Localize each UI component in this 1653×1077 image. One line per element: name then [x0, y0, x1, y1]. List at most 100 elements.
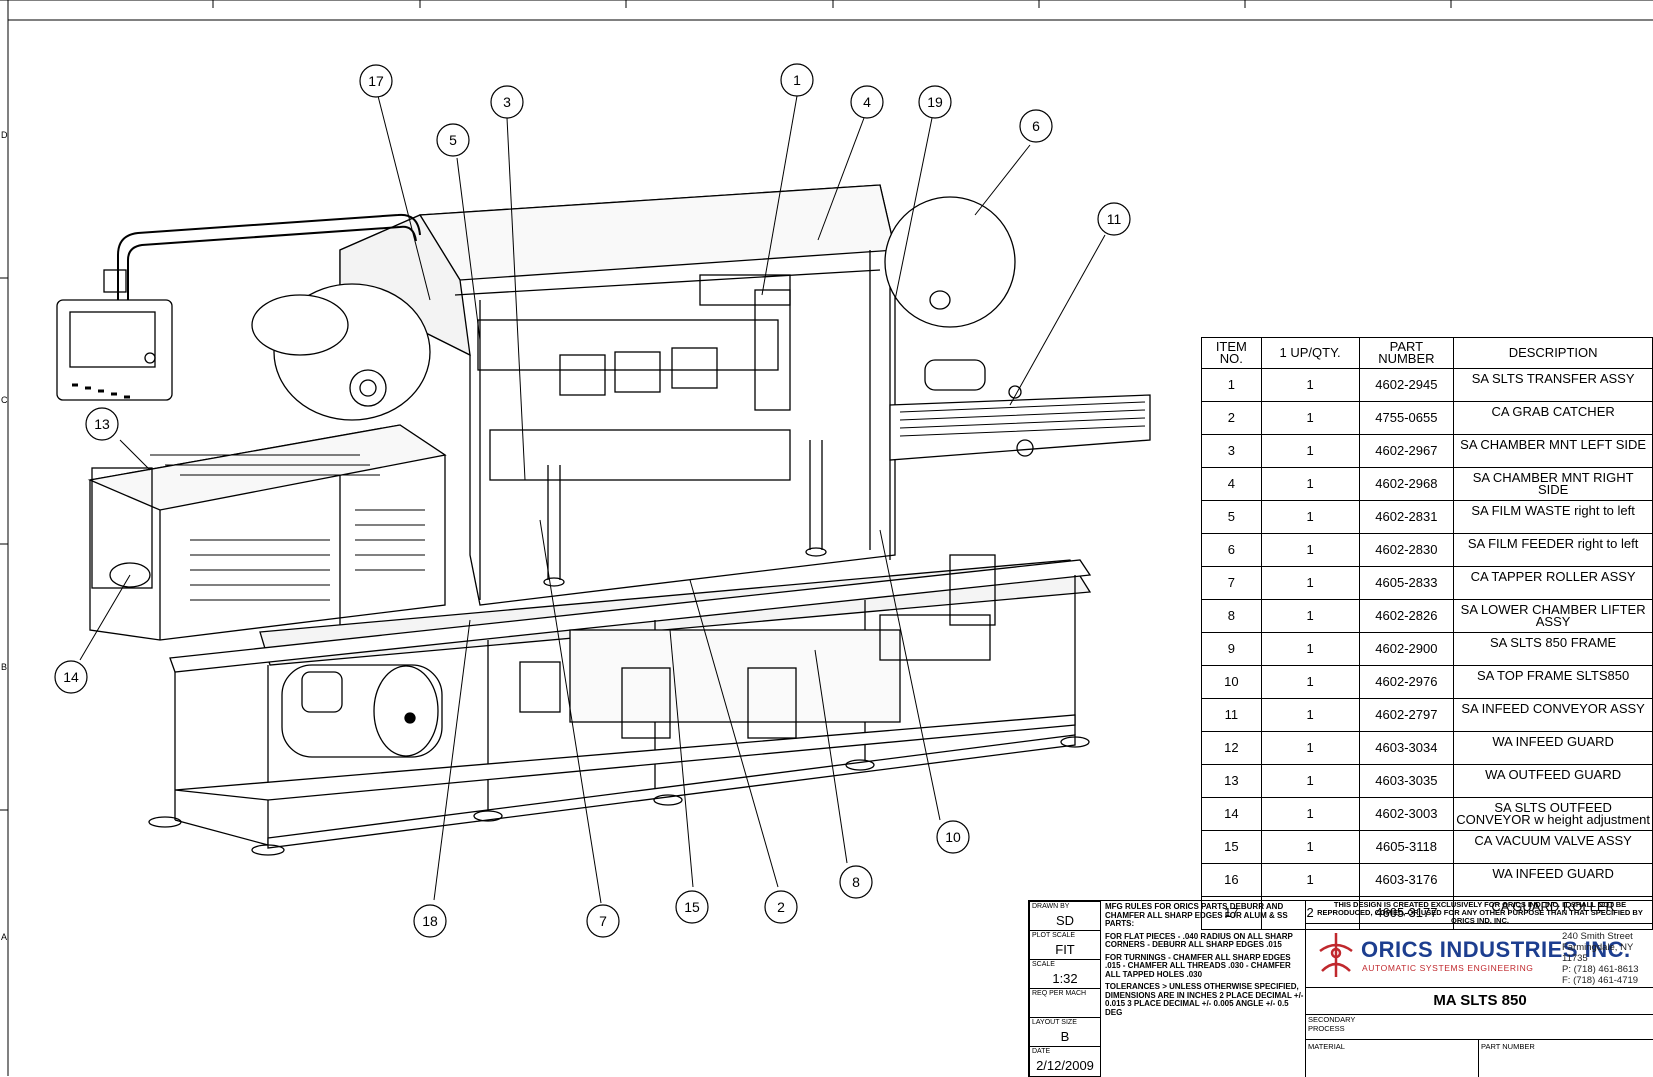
bom-cell-item: 13 [1201, 764, 1262, 798]
bom-cell-item: 6 [1201, 533, 1262, 567]
bom-cell-qty: 1 [1260, 632, 1360, 666]
bom-cell-qty: 1 [1260, 599, 1360, 633]
bom-cell-item: 16 [1201, 863, 1262, 897]
bom-cell-part: 4603-3176 [1358, 863, 1455, 897]
bom-cell-qty: 1 [1260, 764, 1360, 798]
bom-cell-item: 7 [1201, 566, 1262, 600]
bom-cell-item: 9 [1201, 632, 1262, 666]
vent-grille [150, 454, 425, 601]
border-mark-c: C [1, 395, 8, 405]
balloon-label: 3 [503, 94, 511, 110]
design-notice: THIS DESIGN IS CREATED EXCLUSIVELY FOR O… [1306, 901, 1653, 925]
bom-cell-item: 2 [1201, 401, 1262, 435]
balloon-labels: 17 3 5 1 4 19 6 11 13 14 18 7 15 2 8 10 [63, 72, 1121, 929]
balloon-4 [850, 85, 884, 119]
address-line-2: Farmingdale, NY 11735 [1562, 942, 1634, 964]
drawn-by-label: DRAWN BY [1032, 903, 1070, 910]
scale-cell: SCALE 1:32 [1029, 959, 1101, 989]
balloon-18 [413, 904, 447, 938]
bom-cell-part: 4602-2976 [1358, 665, 1455, 699]
bom-cell-qty: 1 [1260, 698, 1360, 732]
bom-cell-desc: CA VACUUM VALVE ASSY [1453, 830, 1653, 864]
bom-cell-desc: SA CHAMBER MNT RIGHT SIDE [1453, 467, 1653, 501]
bom-cell-item: 11 [1201, 698, 1262, 732]
border-mark-b: B [1, 662, 7, 672]
bom-cell-qty: 1 [1260, 863, 1360, 897]
phone: P: (718) 461-8613 [1562, 964, 1639, 975]
bom-cell-desc: SA SLTS OUTFEED CONVEYOR w height adjust… [1453, 797, 1653, 831]
fax: F: (718) 461-4719 [1562, 975, 1639, 986]
bom-cell-part: 4602-2826 [1358, 599, 1455, 633]
bom-cell-item: 3 [1201, 434, 1262, 468]
balloon-19 [918, 85, 952, 119]
balloon-callouts [54, 63, 1131, 938]
bom-cell-qty: 1 [1260, 731, 1360, 765]
bom-cell-qty: 1 [1260, 830, 1360, 864]
balloon-15 [675, 890, 709, 924]
balloon-6 [1019, 109, 1053, 143]
balloon-label: 2 [777, 899, 785, 915]
bom-cell-qty: 1 [1260, 566, 1360, 600]
bom-cell-qty: 1 [1260, 434, 1360, 468]
bom-cell-desc: WA INFEED GUARD [1453, 731, 1653, 765]
bom-cell-item: 14 [1201, 797, 1262, 831]
mfg-notes: MFG RULES FOR ORICS PARTS DEBURR AND CHA… [1101, 901, 1306, 1077]
balloon-11 [1097, 202, 1131, 236]
bom-cell-desc: WA INFEED GUARD [1453, 863, 1653, 897]
bom-cell-qty: 2 [1260, 896, 1360, 930]
balloon-label: 11 [1107, 211, 1122, 227]
bom-cell-part: 4755-0655 [1358, 401, 1455, 435]
bom-cell-desc: SA TOP FRAME SLTS850 [1453, 665, 1653, 699]
bom-cell-desc: SA LOWER CHAMBER LIFTER ASSY [1453, 599, 1653, 633]
balloon-label: 6 [1032, 118, 1040, 134]
address-line-1: 240 Smith Street [1562, 931, 1633, 942]
bom-cell-part: 4602-3003 [1358, 797, 1455, 831]
part-divider [1478, 1039, 1479, 1077]
part-number-label: PART NUMBER [1481, 1042, 1535, 1051]
balloon-10 [936, 820, 970, 854]
turnings-note: FOR TURNINGS - CHAMFER ALL SHARP EDGES .… [1105, 952, 1291, 979]
bom-cell-item: 10 [1201, 665, 1262, 699]
bom-table: ITEM NO. 1 UP/QTY. PART NUMBER DESCRIPTI… [1201, 337, 1653, 930]
req-per-mach-cell: REQ PER MACH [1029, 988, 1101, 1018]
company-address: 240 Smith Street Farmingdale, NY 11735 P… [1562, 931, 1653, 986]
bom-cell-qty: 1 [1260, 797, 1360, 831]
bom-header-qty: 1 UP/QTY. [1260, 337, 1360, 369]
plot-scale-label: PLOT SCALE [1032, 932, 1076, 939]
bom-cell-desc: SA FILM FEEDER right to left [1453, 533, 1653, 567]
bom-header-desc: DESCRIPTION [1453, 337, 1653, 369]
tolerances-note: TOLERANCES > UNLESS OTHERWISE SPECIFIED,… [1105, 982, 1304, 1017]
bom-cell-item: 12 [1201, 731, 1262, 765]
border-mark-d: D [1, 130, 8, 140]
bom-cell-qty: 1 [1260, 368, 1360, 402]
drawing-title: MA SLTS 850 [1306, 987, 1653, 1015]
bom-header-part: PART NUMBER [1358, 337, 1455, 369]
layout-size-label: LAYOUT SIZE [1032, 1019, 1077, 1026]
bom-cell-part: 4605-2833 [1358, 566, 1455, 600]
bom-cell-part: 4602-2831 [1358, 500, 1455, 534]
bom-cell-desc: SA FILM WASTE right to left [1453, 500, 1653, 534]
title-block: DRAWN BY SD PLOT SCALE FIT SCALE 1:32 RE… [1028, 900, 1653, 1077]
bom-cell-part: 4605-3177 [1358, 896, 1455, 930]
flat-pieces-note: FOR FLAT PIECES - .040 RADIUS ON ALL SHA… [1105, 931, 1293, 949]
balloon-label: 4 [863, 94, 871, 110]
company-subtitle: AUTOMATIC SYSTEMS ENGINEERING [1362, 963, 1534, 973]
machine-illustration [56, 184, 1151, 856]
bom-cell-desc: SA SLTS 850 FRAME [1453, 632, 1653, 666]
bom-cell-part: 4602-2968 [1358, 467, 1455, 501]
balloon-17 [359, 64, 393, 98]
bom-cell-desc: CA GUARD ROLLER [1453, 896, 1653, 930]
